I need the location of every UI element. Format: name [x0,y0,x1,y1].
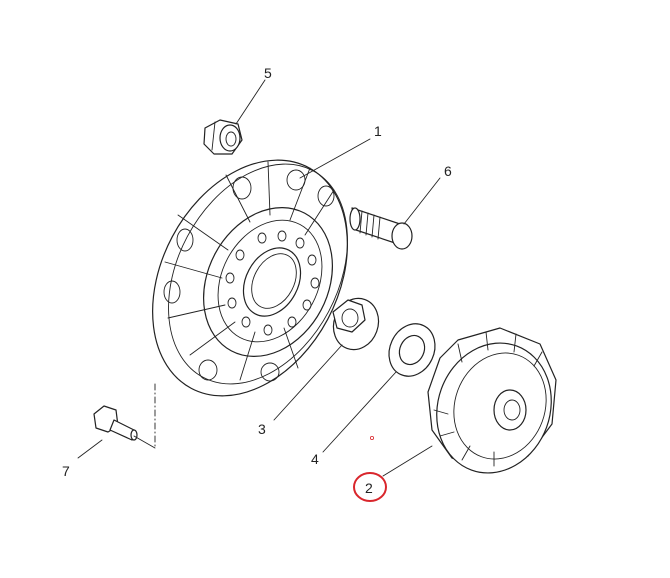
highlighted-callout-2[interactable]: 2 [353,472,387,502]
stud-bolt-part-6[interactable] [349,207,413,250]
marker-dot [369,435,374,440]
washer-part-4[interactable] [381,316,444,384]
callout-3: 3 [258,421,266,437]
bolt-part-7[interactable] [93,405,138,441]
assembly-axis-end [133,435,156,449]
callout-4: 4 [311,451,319,467]
callout-6: 6 [444,163,452,179]
highlight-circle [353,472,387,502]
callout-2: 2 [365,480,373,496]
leader-lines [77,79,441,477]
callout-7: 7 [62,463,70,479]
nut-part-5[interactable] [203,119,243,155]
hub-cover-part-2[interactable] [419,327,569,489]
callout-1: 1 [374,123,382,139]
washer-part-3[interactable] [326,292,385,356]
wheel-hub-part-1[interactable] [114,126,387,429]
callout-5: 5 [264,65,272,81]
